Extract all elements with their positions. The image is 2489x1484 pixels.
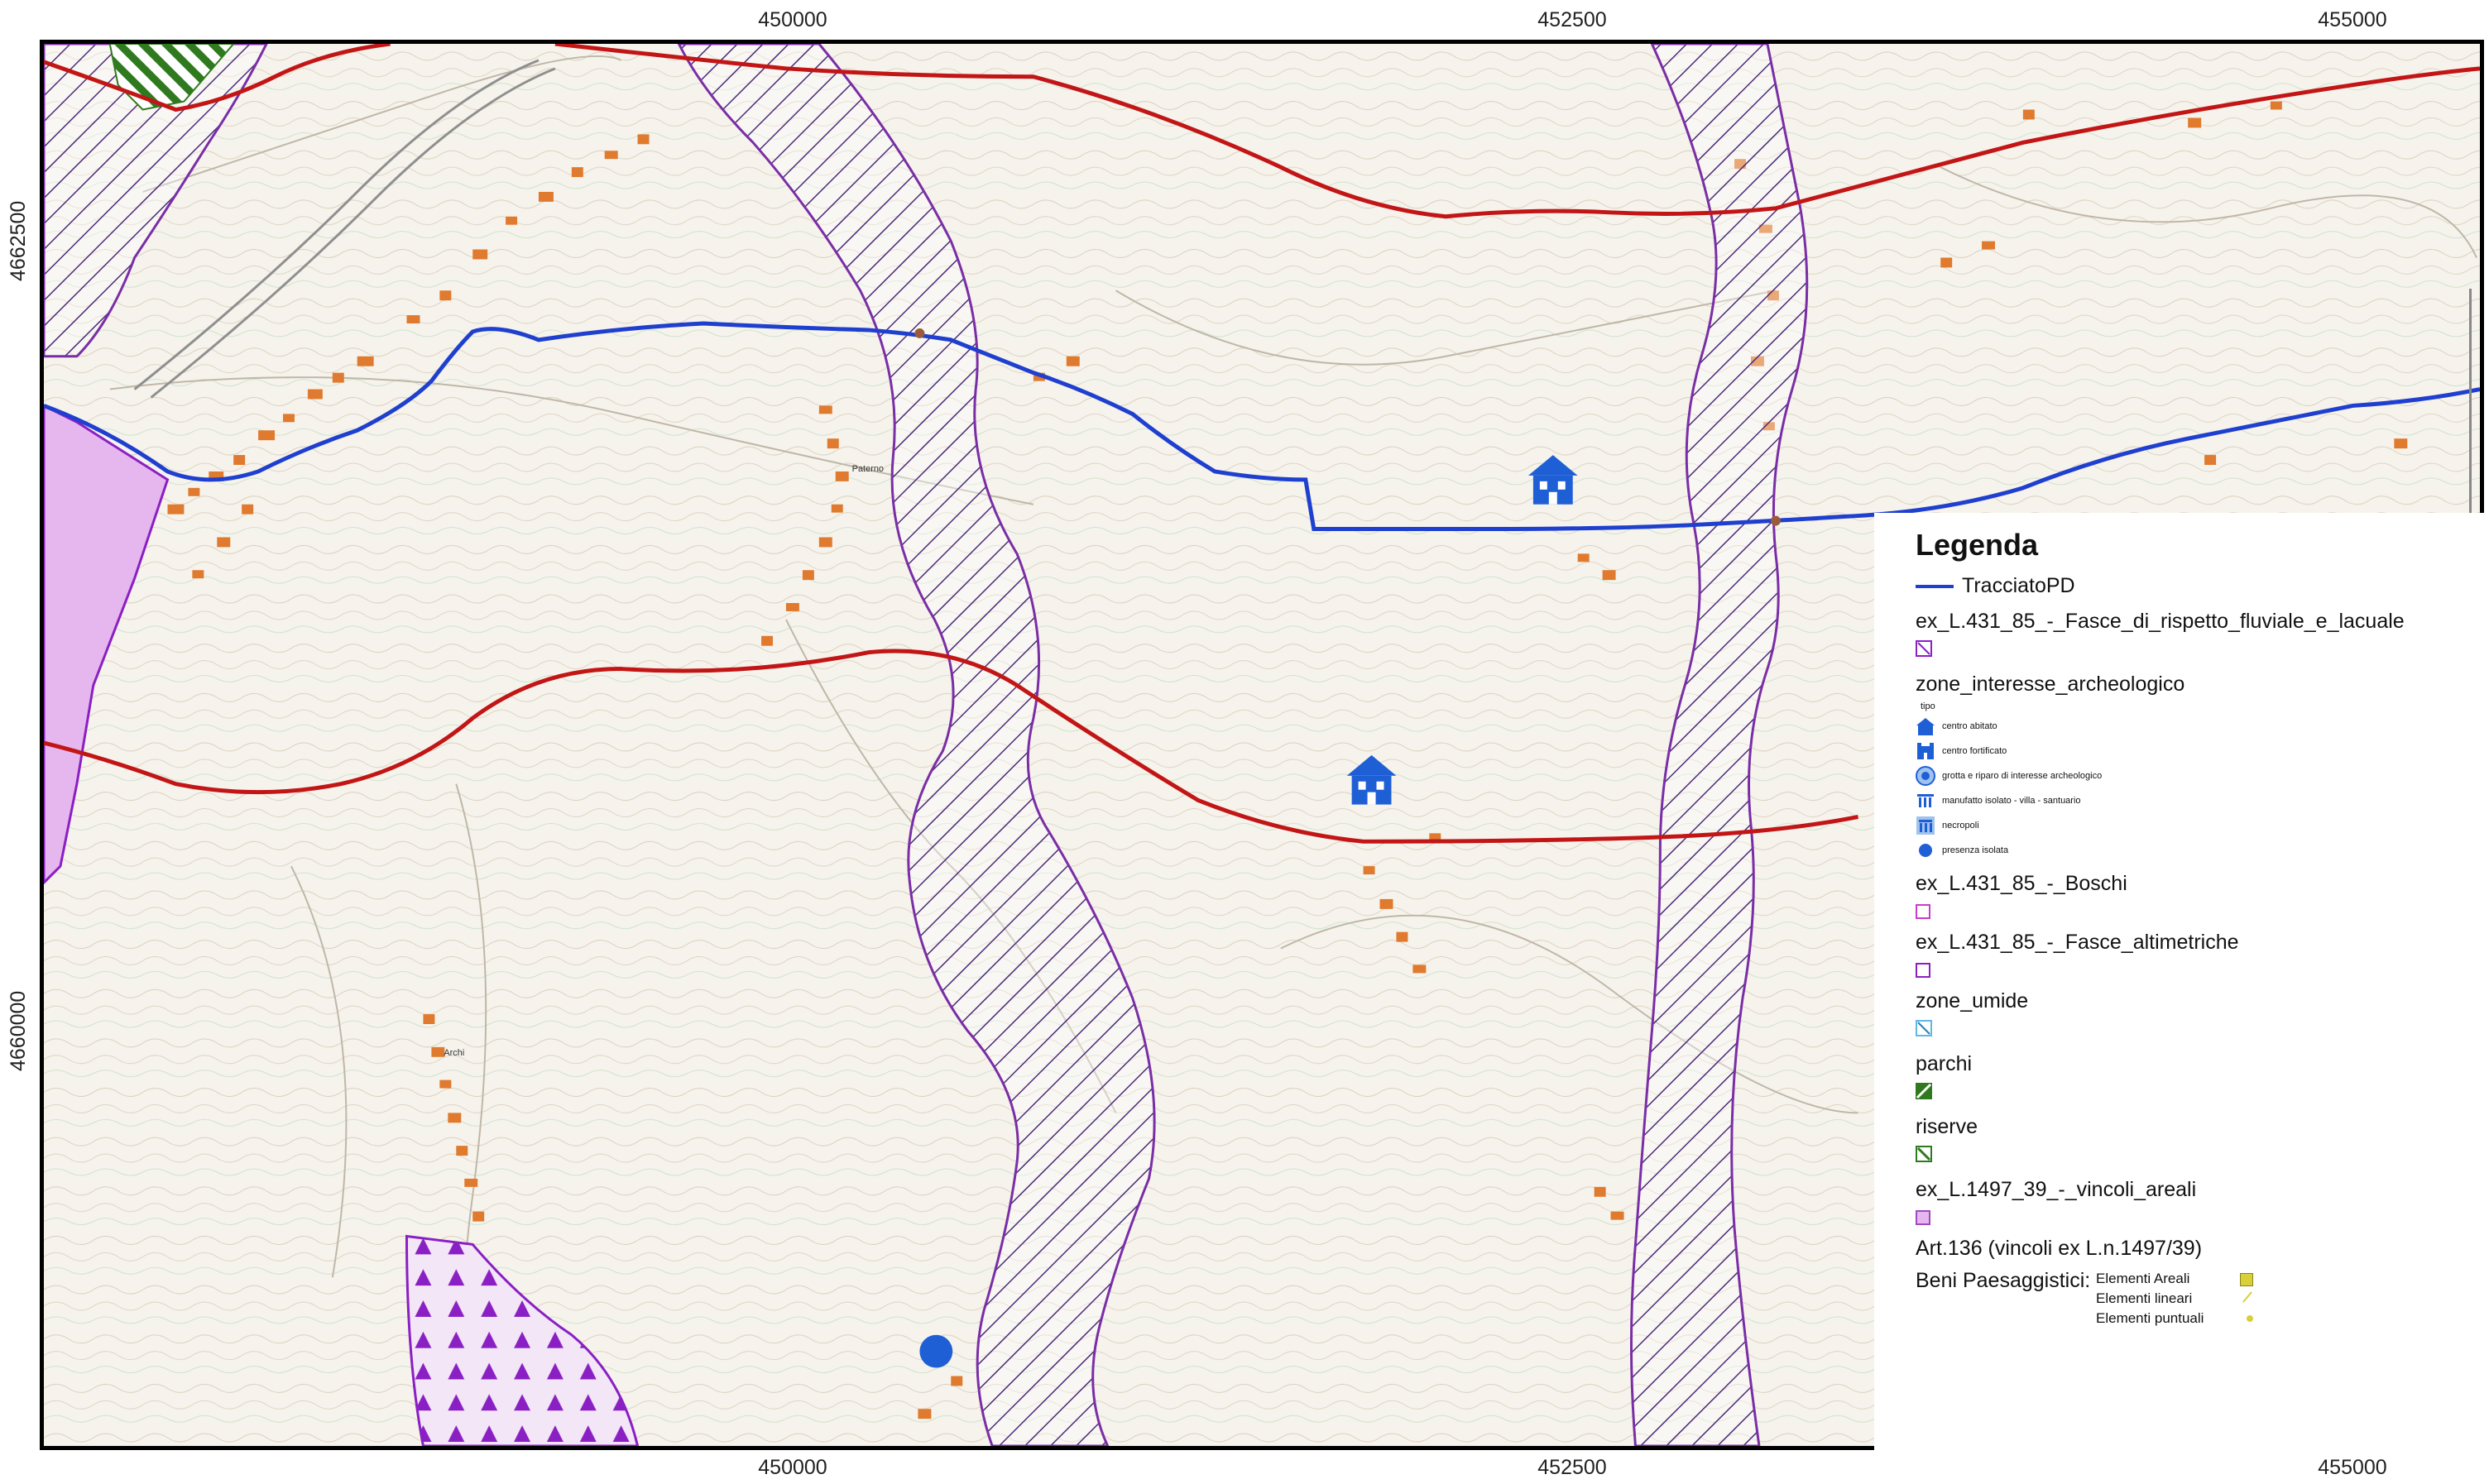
riserve-swatch-icon (1916, 1146, 1932, 1162)
tracciato-pd-route (44, 321, 2480, 532)
temple-icon (1916, 791, 1935, 811)
legend-boschi: ex_L.431_85_-_Boschi (1916, 872, 2127, 895)
legend-parchi: parchi (1916, 1052, 1973, 1075)
red-line-north (44, 44, 2480, 219)
necropolis-icon (1916, 816, 1935, 835)
fortress-icon (1916, 741, 1935, 761)
settlements (167, 101, 2408, 1419)
legend-archeo-item-2: centro fortificato (1916, 741, 2485, 761)
legend-beni-paesaggistici: Beni Paesaggistici: Elementi Areali Elem… (1916, 1269, 2485, 1328)
zona-umida-sw-pattern (406, 1236, 638, 1446)
coord-bottom-450000: 450000 (758, 1456, 827, 1479)
centro-abitato-marker-2 (1346, 754, 1397, 805)
node-marker (914, 328, 925, 338)
railway (133, 59, 556, 399)
legend-archeo-item-4: manufatto isolato - villa - santuario (1916, 791, 2485, 811)
fascia-fluviale-centro (677, 44, 1156, 1446)
legend-fasce-fluviali: ex_L.431_85_-_Fasce_di_rispetto_fluviale… (1916, 610, 2405, 633)
legend-vincoli: ex_L.1497_39_-_vincoli_areali (1916, 1178, 2197, 1201)
legend-panel: Legenda TracciatoPD ex_L.431_85_-_Fasce_… (1874, 513, 2485, 1450)
legend-archeo-item-3: grotta e riparo di interesse archeologic… (1916, 766, 2485, 786)
legend-route-row: TracciatoPD (1916, 574, 2485, 598)
dot-icon (1916, 840, 1935, 860)
coord-top-450000: 450000 (758, 8, 827, 31)
boschi-swatch-icon (1916, 904, 1930, 919)
parchi-swatch-icon (1916, 1083, 1932, 1099)
coord-top-455000: 455000 (2318, 8, 2387, 31)
node-marker (1770, 515, 1781, 526)
coord-bottom-455000: 455000 (2318, 1456, 2387, 1479)
hatch-swatch-icon (1916, 640, 1932, 657)
legend-altimetriche: ex_L.431_85_-_Fasce_altimetriche (1916, 931, 2239, 954)
presenza-isolata-marker (919, 1334, 953, 1368)
legend-route-label: TracciatoPD (1962, 574, 2075, 597)
beni-item-puntuali: Elementi puntuali (2096, 1309, 2253, 1328)
centro-abitato-marker-1 (1527, 455, 1578, 505)
yellow-square-icon (2240, 1273, 2253, 1286)
legend-archeo: zone_interesse_archeologico (1916, 673, 2185, 696)
legend-title: Legenda (1916, 528, 2039, 562)
legend-archeo-sub: tipo (1921, 701, 1935, 711)
vincoli-swatch-icon (1916, 1210, 1930, 1225)
legend-archeo-item-5: necropoli (1916, 816, 2485, 835)
legend-riserve: riserve (1916, 1115, 1978, 1138)
beni-items: Elementi Areali Elementi lineari Element… (2096, 1269, 2253, 1328)
vincoli-areali-west (44, 404, 170, 885)
beni-item-lineari: Elementi lineari (2096, 1289, 2253, 1309)
house-icon (1916, 716, 1935, 736)
beni-label: Beni Paesaggistici: (1916, 1269, 2091, 1292)
legend-umide: zone_umide (1916, 989, 2029, 1012)
legend-art136: Art.136 (vincoli ex L.n.1497/39) (1916, 1237, 2203, 1260)
coord-left-4660000: 4660000 (7, 990, 30, 1071)
label-archi: Archi (444, 1048, 464, 1058)
legend-archeo-item-6: presenza isolata (1916, 840, 2485, 860)
yellow-line-icon (2242, 1291, 2252, 1303)
label-paterno: Paterno (852, 464, 884, 474)
yellow-dot-icon (2247, 1315, 2253, 1322)
altimetriche-swatch-icon (1916, 963, 1930, 978)
coord-top-452500: 452500 (1537, 8, 1607, 31)
legend-archeo-item-1: centro abitato (1916, 716, 2485, 736)
beni-item-areali: Elementi Areali (2096, 1269, 2253, 1289)
fascia-fluviale-est (1629, 44, 1809, 1446)
coord-bottom-452500: 452500 (1537, 1456, 1607, 1479)
umide-swatch-icon (1916, 1020, 1932, 1036)
blue-line-icon (1916, 584, 1954, 588)
cave-icon (1916, 766, 1935, 786)
red-line-south (44, 649, 1859, 844)
coord-left-4662500: 4662500 (7, 200, 30, 281)
